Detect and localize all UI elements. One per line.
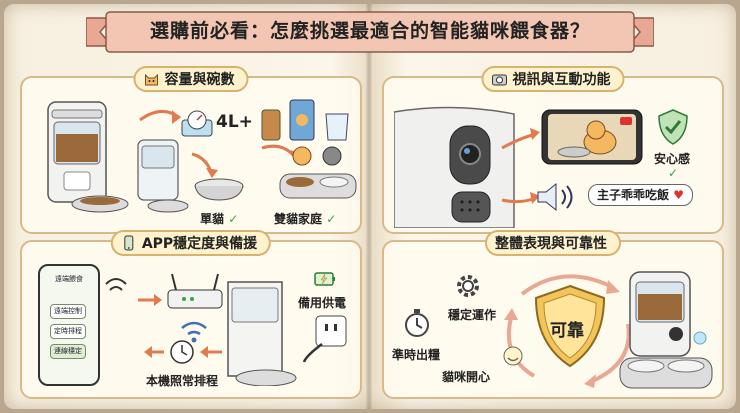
check-icon: ✓	[228, 212, 239, 226]
backup-power-label: 備用供電	[298, 296, 347, 310]
stable-connection-button[interactable]: 連線穩定	[50, 344, 86, 359]
reliable-label: 可靠	[550, 321, 584, 341]
capacity-value: 4L+	[216, 112, 253, 132]
feeder-illustration	[227, 281, 297, 386]
app-panel-title: APP穩定度與備援	[110, 230, 272, 256]
reliable-shield-icon	[534, 284, 606, 368]
schedule-button[interactable]: 定時排程	[50, 324, 86, 339]
happy-cat-label: 貓咪開心	[442, 370, 491, 384]
speech-bubble: 主子乖乖吃飯 ♥	[588, 184, 693, 206]
check-icon: ✓	[668, 166, 679, 180]
video-panel-title: 視訊與互動功能	[481, 66, 625, 92]
small-feeder-illustration	[137, 139, 189, 213]
reliability-panel: 整體表現與可靠性 可靠 穩定運作 準時出糧 貓咪	[382, 230, 724, 399]
app-panel: APP穩定度與備援 遠端餵食 遠端控制 定時排程 連線穩定	[20, 230, 362, 399]
power-outlet-icon	[302, 315, 347, 363]
capacity-panel-title: 容量與碗數	[133, 66, 249, 92]
large-feeder-illustration	[47, 101, 129, 213]
feeder-with-bowls-illustration	[619, 271, 713, 389]
video-panel: 視訊與互動功能 安心感 ✓	[382, 66, 724, 234]
shield-check-icon	[658, 109, 688, 145]
cat-face-icon	[145, 73, 158, 86]
router-wifi-illustration	[105, 273, 223, 343]
battery-icon	[314, 272, 335, 286]
feeder-camera-closeup	[394, 106, 515, 228]
single-bowl-icon	[194, 178, 244, 201]
food-bags-icon	[261, 99, 349, 141]
single-cat-label: 單貓 ✓	[200, 212, 239, 226]
scale-icon	[181, 110, 213, 137]
phone-header: 遠端餵食	[55, 275, 83, 283]
smartphone-icon	[124, 235, 134, 251]
remote-control-button[interactable]: 遠端控制	[50, 304, 86, 319]
book-spine	[366, 4, 372, 409]
reliability-cycle-arrows	[504, 274, 631, 388]
phone-app-mockup: 遠端餵食 遠端控制 定時排程 連線穩定	[38, 264, 100, 386]
phone-video-feed	[541, 109, 643, 165]
on-time-feeding-label: 準時出糧	[392, 348, 441, 362]
smile-icon	[503, 346, 523, 366]
offline-schedule-label: 本機照常排程	[146, 374, 219, 388]
title-ribbon	[86, 11, 654, 53]
camera-icon	[492, 74, 507, 86]
reassure-label: 安心感	[654, 152, 691, 166]
capacity-panel: 容量與碗數 4L	[20, 66, 362, 234]
stable-operation-label: 穩定運作	[448, 308, 497, 322]
page-title: 選購前必看：怎麼挑選最適合的智能貓咪餵食器？	[149, 20, 590, 42]
offline-arrows	[144, 340, 222, 364]
check-icon: ✓	[326, 212, 337, 226]
stopwatch-icon	[405, 309, 429, 337]
double-bowl-icon	[279, 146, 357, 199]
heart-icon: ♥	[673, 188, 684, 202]
gear-icon	[457, 275, 479, 297]
reliability-panel-title: 整體表現與可靠性	[485, 230, 621, 256]
speaker-icon	[537, 182, 573, 212]
multi-cat-label: 雙貓家庭 ✓	[274, 212, 337, 226]
